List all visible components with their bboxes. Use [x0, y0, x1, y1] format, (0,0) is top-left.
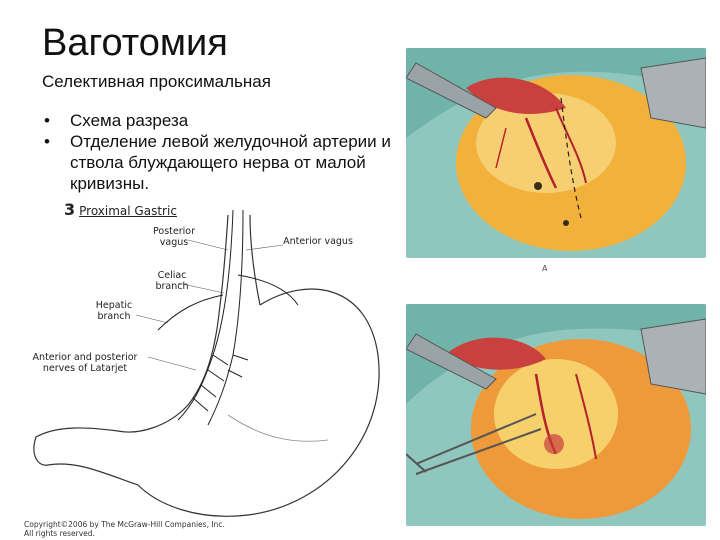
surgical-illustration-b — [406, 304, 706, 526]
copyright-line: Copyright©2006 by The McGraw-Hill Compan… — [24, 520, 225, 529]
bullet-text: Отделение левой желудочной артерии и ств… — [70, 132, 391, 193]
annotation-nerves-latarjet: Anterior and posterior nerves of Latarje… — [32, 352, 138, 374]
bullet-item: Отделение левой желудочной артерии и ств… — [42, 131, 402, 194]
annotation-celiac-branch: Celiac branch — [155, 270, 189, 292]
bullet-item: Схема разреза — [42, 110, 402, 131]
figure-copyright: Copyright©2006 by The McGraw-Hill Compan… — [24, 520, 225, 538]
figure-label-text: Proximal Gastric — [79, 204, 177, 218]
stomach-diagram — [33, 209, 380, 517]
slide-subtitle: Селективная проксимальная — [42, 72, 271, 91]
bullet-text: Схема разреза — [70, 111, 189, 130]
illustration-caption-a: A — [542, 264, 548, 273]
copyright-line: All rights reserved. — [24, 529, 95, 538]
annotation-posterior-vagus: Posterior vagus — [153, 226, 195, 248]
slide-title: Ваготомия — [42, 22, 228, 64]
figure-number: 3 — [64, 200, 76, 219]
surgical-illustration-a — [406, 48, 706, 258]
annotation-hepatic-branch: Hepatic branch — [95, 300, 133, 322]
annotation-anterior-vagus: Anterior vagus — [283, 236, 353, 247]
bullet-list: Схема разреза Отделение левой желудочной… — [42, 110, 402, 194]
